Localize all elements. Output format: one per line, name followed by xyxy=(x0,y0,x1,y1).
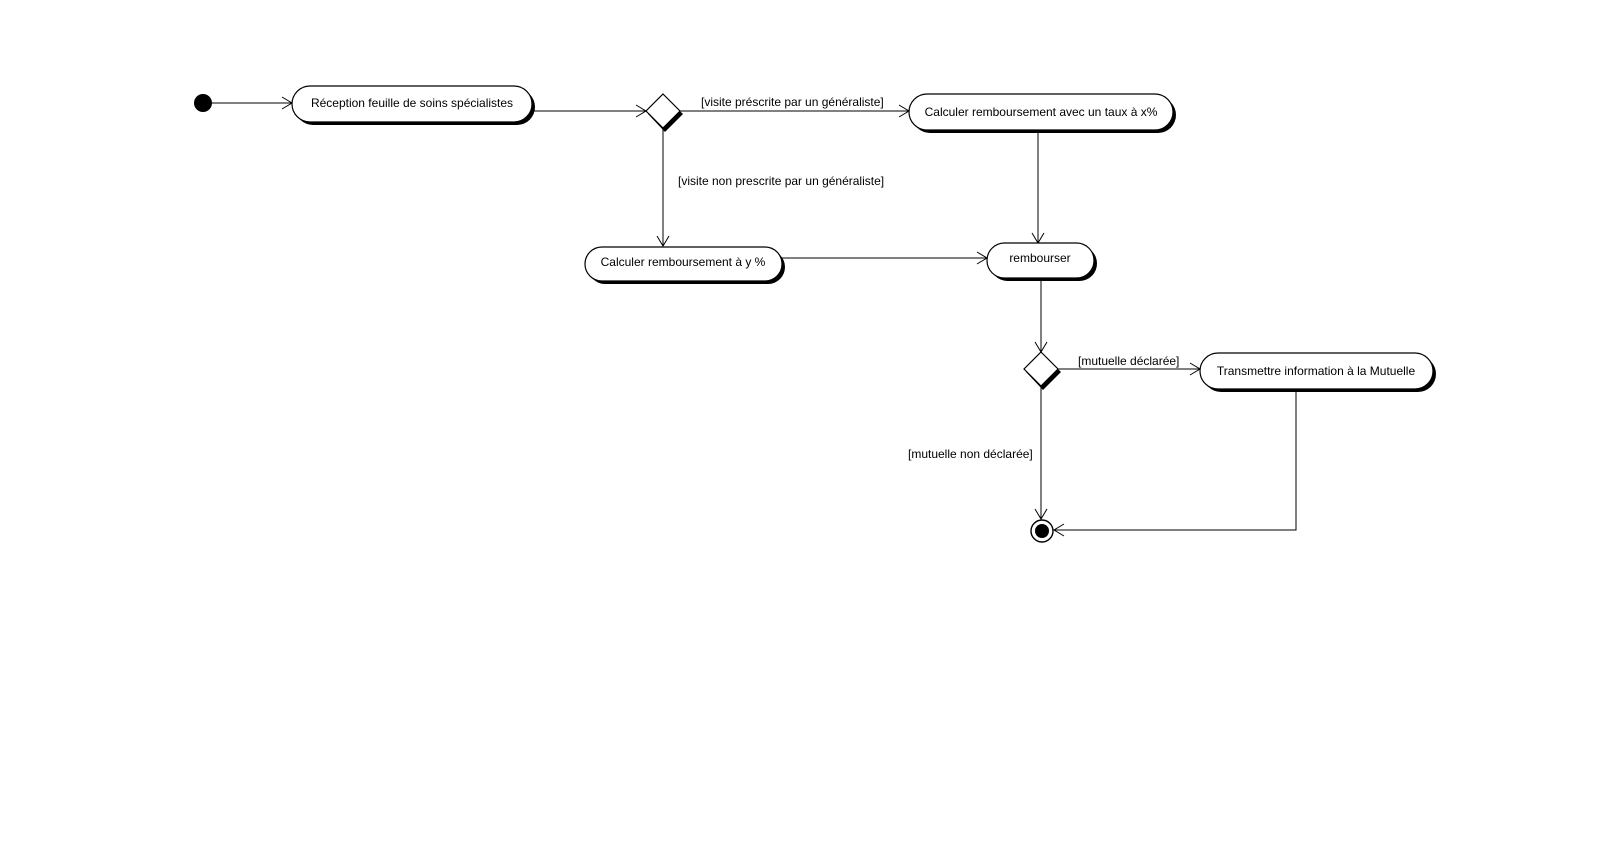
activity-rembourser-label: rembourser xyxy=(1009,251,1070,265)
initial-node xyxy=(194,94,212,112)
decision-node-mutuelle xyxy=(1023,351,1061,390)
guard-prescrite: [visite préscrite par un généraliste] xyxy=(701,95,884,109)
edge-start-to-reception xyxy=(203,96,293,110)
decision-node-visite xyxy=(645,93,683,132)
activity-reception-label: Réception feuille de soins spécialistes xyxy=(311,96,513,110)
edge-calcul-x-to-rembourser xyxy=(1031,133,1045,244)
activity-calcul-x: Calculer remboursement avec un taux à x% xyxy=(908,93,1176,133)
activity-reception: Réception feuille de soins spécialistes xyxy=(291,85,535,125)
edge-decision2-to-end xyxy=(1034,386,1048,520)
activity-calcul-x-label: Calculer remboursement avec un taux à x% xyxy=(925,105,1158,119)
edge-calcul-y-to-rembourser xyxy=(781,251,988,265)
activity-transmettre-label: Transmettre information à la Mutuelle xyxy=(1217,364,1416,378)
activity-calcul-y: Calculer remboursement à y % xyxy=(584,246,785,284)
guard-non-prescrite: [visite non prescrite par un généraliste… xyxy=(678,174,884,188)
edge-reception-to-decision1 xyxy=(533,104,647,118)
edge-transmettre-to-end xyxy=(1053,388,1297,537)
final-node xyxy=(1030,519,1054,543)
edge-decision1-to-calcul-y xyxy=(656,128,670,247)
guard-mutuelle-declaree: [mutuelle déclarée] xyxy=(1078,354,1179,368)
activity-calcul-y-label: Calculer remboursement à y % xyxy=(601,255,766,269)
activity-transmettre: Transmettre information à la Mutuelle xyxy=(1199,352,1436,392)
activity-rembourser: rembourser xyxy=(986,242,1097,281)
edge-rembourser-to-decision2 xyxy=(1034,279,1048,353)
guard-mutuelle-non-declaree: [mutuelle non déclarée] xyxy=(908,447,1033,461)
